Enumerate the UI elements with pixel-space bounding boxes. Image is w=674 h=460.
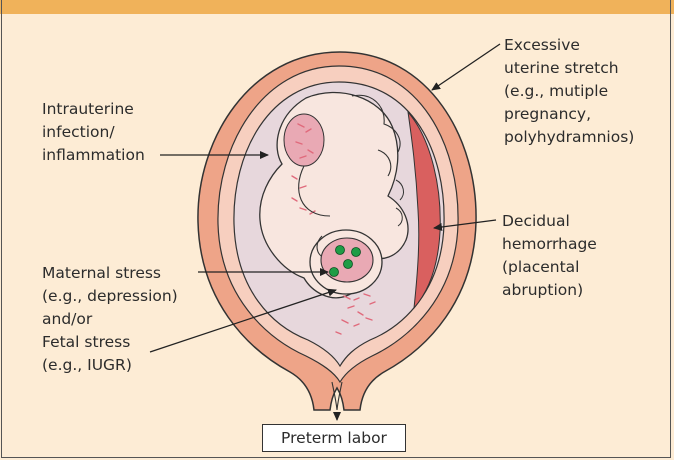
preterm-labor-box: Preterm labor bbox=[262, 424, 406, 452]
label-infection: Intrauterine infection/ inflammation bbox=[42, 98, 145, 167]
stress-dot bbox=[330, 268, 339, 277]
label-stress: Maternal stress (e.g., depression) and/o… bbox=[42, 262, 178, 377]
label-decidual-hemorrhage: Decidual hemorrhage (placental abruption… bbox=[502, 210, 597, 302]
stress-dot bbox=[344, 260, 353, 269]
inflammation-focus bbox=[284, 114, 324, 166]
stress-dot bbox=[352, 248, 361, 257]
label-excessive-stretch: Excessive uterine stretch (e.g., mutiple… bbox=[504, 34, 634, 149]
leader-excessive-stretch bbox=[432, 44, 500, 90]
stress-dot bbox=[336, 246, 345, 255]
